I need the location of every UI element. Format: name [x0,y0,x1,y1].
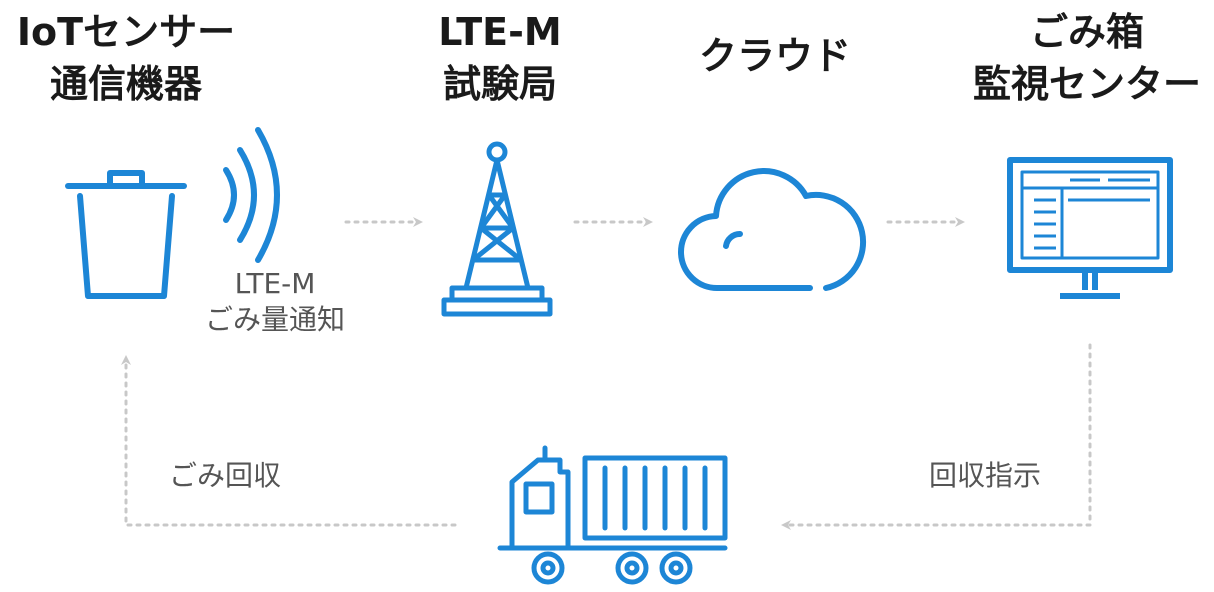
arrow-truck-to-device [121,355,457,527]
arrow-center-to-truck [781,343,1092,530]
lte-station-title: LTE-M 試験局 [410,6,590,110]
garbage-truck-icon [497,445,728,585]
monitoring-center-title-line2: 監視センター [972,62,1201,106]
cloud-icon [678,168,867,292]
monitor-icon [1007,157,1173,299]
iot-device-title-line2: 通信機器 [49,62,202,106]
cloud-title: クラウド [660,30,890,82]
monitoring-center-title: ごみ箱 監視センター [960,6,1214,110]
cloud-title-line1: クラウド [698,34,851,78]
lte-notify-label-line2: ごみ量通知 [204,303,345,336]
lte-station-title-line2: 試験局 [442,62,557,106]
trash-can-icon [65,170,187,299]
lte-notify-label: LTE-M ごみ量通知 [200,266,350,338]
garbage-collection-label: ごみ回収 [168,459,281,492]
lte-station-title-line1: LTE-M [438,10,562,54]
radio-tower-icon [441,141,553,317]
iot-device-title-line1: IoTセンサー [16,10,236,54]
wireless-signal-icon [223,127,280,263]
collect-instruction-label: 回収指示 [928,459,1041,492]
iot-device-title: IoTセンサー 通信機器 [0,6,252,110]
lte-notify-label-line1: LTE-M [234,267,316,300]
monitoring-center-title-line1: ごみ箱 [1029,10,1144,54]
flow-arrows [121,217,1092,530]
